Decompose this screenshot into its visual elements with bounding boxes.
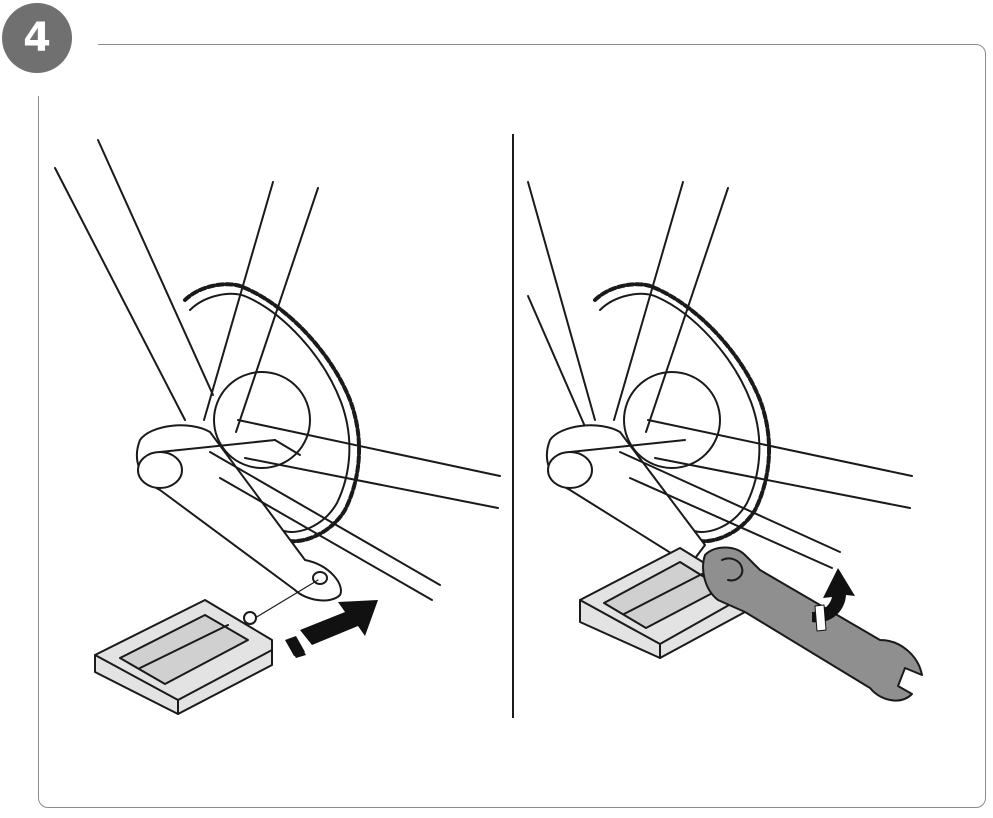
seat-tube-icon-right bbox=[527, 181, 596, 439]
insert-arrow-icon bbox=[285, 600, 378, 658]
crank-bar-icon-right bbox=[619, 451, 841, 569]
wrench-icon bbox=[702, 546, 923, 702]
pedal-icon bbox=[94, 599, 273, 715]
crank-bar-icon bbox=[209, 451, 441, 601]
crank-arm-icon bbox=[135, 424, 342, 602]
chainring-icon bbox=[183, 282, 361, 544]
right-panel bbox=[527, 181, 923, 702]
rotate-arrow-icon bbox=[812, 568, 855, 632]
left-panel bbox=[54, 139, 501, 715]
seat-tube-icon bbox=[54, 139, 214, 421]
down-tube-icon-right bbox=[613, 181, 729, 433]
chainstay-icon-right bbox=[647, 419, 913, 509]
crank-arm-icon-right bbox=[545, 424, 706, 566]
chainstay-icon bbox=[237, 419, 501, 509]
step-number: 4 bbox=[23, 15, 51, 61]
step-number-badge: 4 bbox=[2, 3, 72, 73]
down-tube-icon bbox=[203, 181, 319, 433]
panel-divider bbox=[512, 134, 514, 718]
chainring-icon-right bbox=[593, 282, 771, 544]
